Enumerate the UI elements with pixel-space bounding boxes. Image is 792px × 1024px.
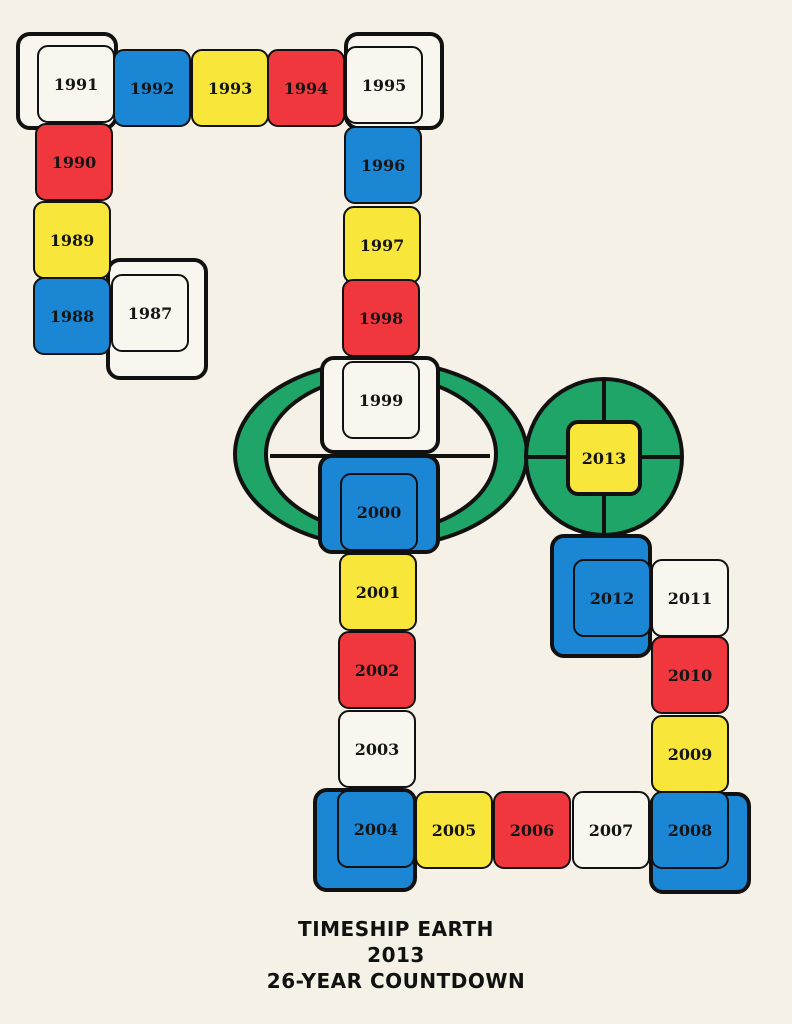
tile-box-1995 [345, 46, 423, 124]
tile-box-1989 [33, 201, 111, 279]
tile-box-1996 [344, 126, 422, 204]
tile-year-label: 1998 [359, 309, 404, 328]
tile-box-1994 [267, 49, 345, 127]
tile-2001: 2001 [339, 553, 417, 631]
tile-1993: 1993 [191, 49, 269, 127]
tile-2011: 2011 [651, 559, 729, 637]
tile-2012: 2012 [573, 559, 651, 637]
tile-year-label: 2000 [357, 503, 402, 522]
tile-box-1998 [342, 279, 420, 357]
tile-year-label: 1989 [50, 231, 95, 250]
tile-1989: 1989 [33, 201, 111, 279]
tile-box-2001 [339, 553, 417, 631]
tile-box-2009 [651, 715, 729, 793]
caption-subtitle: 26-YEAR COUNTDOWN [266, 969, 526, 993]
tile-1997: 1997 [343, 206, 421, 284]
tile-box-2006 [493, 791, 571, 869]
tile-1998: 1998 [342, 279, 420, 357]
tile-2007: 2007 [572, 791, 650, 869]
tile-2003: 2003 [338, 710, 416, 788]
tile-year-label: 1992 [130, 79, 175, 98]
tile-box-2013 [566, 420, 642, 496]
tile-year-label: 1987 [128, 304, 173, 323]
tile-year-label: 2009 [668, 745, 713, 764]
tile-year-label: 1990 [52, 153, 97, 172]
tile-1994: 1994 [267, 49, 345, 127]
tile-year-label: 1997 [360, 236, 405, 255]
caption-title: TIMESHIP EARTH [298, 917, 494, 941]
tile-year-label: 2002 [355, 661, 400, 680]
tile-box-2003 [338, 710, 416, 788]
tile-1996: 1996 [344, 126, 422, 204]
tile-box-2005 [415, 791, 493, 869]
tile-2005: 2005 [415, 791, 493, 869]
tile-1999: 1999 [342, 361, 420, 439]
tile-year-label: 2003 [355, 740, 400, 759]
tile-year-label: 2013 [582, 449, 627, 468]
tile-box-2012 [573, 559, 651, 637]
tile-year-label: 2004 [354, 820, 399, 839]
tile-box-2002 [338, 631, 416, 709]
tile-box-1992 [113, 49, 191, 127]
tile-1988: 1988 [33, 277, 111, 355]
tile-1991: 1991 [37, 45, 115, 123]
tile-year-label: 1993 [208, 79, 253, 98]
tile-2009: 2009 [651, 715, 729, 793]
tile-year-label: 2008 [668, 821, 713, 840]
tile-year-label: 2005 [432, 821, 477, 840]
caption: TIMESHIP EARTH 2013 26-YEAR COUNTDOWN [0, 916, 792, 994]
caption-year: 2013 [367, 943, 425, 967]
tile-box-1987 [111, 274, 189, 352]
tile-2006: 2006 [493, 791, 571, 869]
tiles-layer: 1987 1988 1989 1990 1991 1992 1993 1994 1995 1996… [33, 45, 729, 869]
tile-year-label: 1988 [50, 307, 95, 326]
tile-1990: 1990 [35, 123, 113, 201]
tile-1992: 1992 [113, 49, 191, 127]
tile-year-label: 2007 [589, 821, 634, 840]
tile-year-label: 2006 [510, 821, 555, 840]
tile-box-2011 [651, 559, 729, 637]
tile-year-label: 1995 [362, 76, 407, 95]
tile-1995: 1995 [345, 46, 423, 124]
tile-year-label: 2010 [668, 666, 713, 685]
tile-box-2004 [337, 790, 415, 868]
tile-box-2007 [572, 791, 650, 869]
tile-2004: 2004 [337, 790, 415, 868]
tile-box-1990 [35, 123, 113, 201]
tile-2002: 2002 [338, 631, 416, 709]
tile-year-label: 1994 [284, 79, 329, 98]
tile-2013: 2013 [566, 420, 642, 496]
tile-box-2000 [340, 473, 418, 551]
tile-year-label: 1996 [361, 156, 406, 175]
tile-year-label: 2012 [590, 589, 635, 608]
tile-2008: 2008 [651, 791, 729, 869]
tile-year-label: 2001 [356, 583, 401, 602]
tile-1987: 1987 [111, 274, 189, 352]
tile-year-label: 1991 [54, 75, 99, 94]
tile-year-label: 2011 [668, 589, 713, 608]
tile-box-1999 [342, 361, 420, 439]
tile-2010: 2010 [651, 636, 729, 714]
tile-2000: 2000 [340, 473, 418, 551]
tile-year-label: 1999 [359, 391, 404, 410]
